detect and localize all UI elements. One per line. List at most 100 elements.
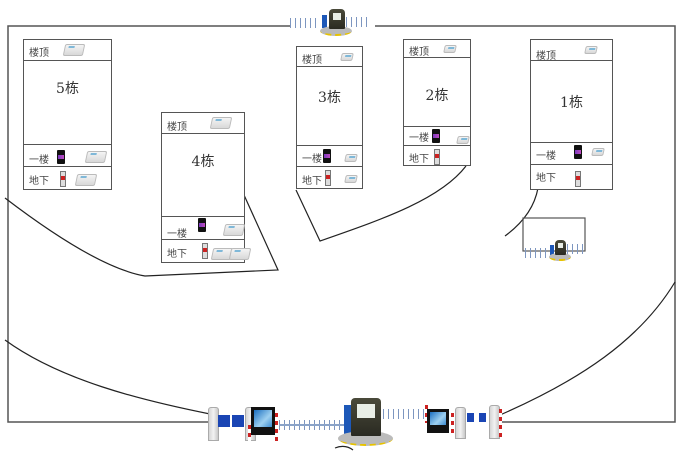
basement-row: 地下 — [531, 165, 612, 189]
meter-icon — [60, 171, 66, 187]
sensor-icon — [209, 117, 233, 129]
barrier-rail — [279, 424, 344, 426]
first-floor-label: 一楼 — [167, 229, 187, 240]
barrier-pole-icon — [425, 405, 428, 423]
sensor-icon — [584, 46, 598, 54]
card-reader-icon — [574, 145, 582, 159]
display-screen-icon — [427, 409, 449, 433]
sensor-icon — [591, 148, 605, 156]
sensor-icon — [344, 154, 358, 162]
roof-row: 楼顶 — [297, 47, 362, 67]
inner-gate-yard — [522, 217, 586, 252]
first-floor-row: 一楼 — [531, 142, 612, 165]
roof-label: 楼顶 — [302, 55, 322, 66]
card-reader-icon — [432, 129, 440, 143]
cable-building5 — [4, 194, 279, 277]
meter-icon — [434, 149, 440, 165]
cable-east-gate — [499, 281, 676, 416]
basement-label: 地下 — [167, 249, 187, 260]
first-floor-row: 一楼 — [297, 145, 362, 167]
first-floor-label: 一楼 — [536, 151, 556, 162]
barrier-arm-icon — [383, 409, 425, 419]
building-1[interactable]: 楼顶 1栋 一楼 地下 — [530, 39, 613, 190]
card-reader-icon — [218, 415, 230, 427]
building-3[interactable]: 楼顶 3栋 一楼 地下 — [296, 46, 363, 189]
barrier-arm-icon — [525, 248, 551, 258]
barrier-arm-icon — [346, 17, 368, 27]
cable-west-gate — [4, 339, 211, 415]
barrier-arm-icon — [567, 244, 585, 254]
first-floor-label: 一楼 — [409, 133, 429, 144]
sensor-icon — [456, 136, 470, 144]
first-floor-label: 一楼 — [302, 154, 322, 165]
barrier-pole-icon — [499, 409, 502, 437]
meter-icon — [325, 170, 331, 186]
perimeter-wall-east — [375, 25, 676, 423]
building-name: 5栋 — [56, 81, 79, 97]
basement-label: 地下 — [409, 154, 429, 165]
main-south-gate[interactable] — [205, 395, 505, 455]
booth-window — [357, 404, 375, 418]
cable-building3-2 — [295, 165, 467, 242]
card-reader-icon — [198, 218, 206, 232]
ticket-machine-icon — [344, 405, 351, 435]
basement-row: 地下 — [404, 146, 470, 165]
sensor-icon — [340, 53, 354, 61]
sensor-icon — [344, 175, 358, 183]
east-inner-gate-booth[interactable] — [523, 238, 585, 264]
meter-icon — [202, 243, 208, 259]
basement-row: 地下 — [24, 167, 111, 189]
building-name: 4栋 — [191, 154, 215, 170]
barrier-arm-icon — [290, 18, 320, 28]
first-floor-row: 一楼 — [24, 144, 111, 167]
roof-label: 楼顶 — [536, 51, 556, 62]
first-floor-row: 一楼 — [404, 126, 470, 146]
building-4[interactable]: 楼顶 4栋 一楼 地下 — [161, 112, 252, 263]
building-name: 2栋 — [425, 88, 449, 104]
roof-label: 楼顶 — [167, 122, 187, 133]
cable-building1 — [504, 187, 539, 237]
card-reader-icon — [323, 149, 331, 163]
sensor-icon — [443, 45, 457, 53]
roof-row: 楼顶 — [24, 40, 111, 61]
roof-label: 楼顶 — [29, 48, 49, 59]
sensor-icon — [62, 44, 86, 56]
barrier-pole-icon — [275, 413, 278, 441]
ticket-machine-icon — [322, 15, 327, 28]
building-5[interactable]: 楼顶 5栋 一楼 地下 — [23, 39, 112, 190]
basement-row: 地下 — [297, 167, 362, 188]
basement-row: 地下 — [162, 240, 252, 262]
card-reader-icon — [479, 413, 486, 422]
basement-label: 地下 — [29, 176, 49, 187]
cable-booth-south — [334, 445, 354, 451]
booth-base — [549, 253, 571, 261]
turnstile-icon — [455, 407, 466, 439]
building-2[interactable]: 楼顶 2栋 一楼 地下 — [403, 39, 471, 166]
card-reader-icon — [57, 150, 65, 164]
barrier-pole-icon — [248, 425, 251, 441]
perimeter-wall — [7, 25, 290, 423]
card-reader-icon — [467, 413, 474, 422]
sensor-icon — [228, 248, 252, 260]
roof-row: 楼顶 — [404, 40, 470, 58]
booth-window — [558, 243, 563, 248]
roof-label: 楼顶 — [409, 47, 429, 58]
booth-window — [333, 13, 341, 20]
display-screen-icon — [251, 407, 275, 435]
first-floor-row: 一楼 — [162, 216, 246, 240]
north-gate-booth[interactable] — [290, 6, 376, 36]
booth-base — [320, 26, 352, 36]
building-name: 1栋 — [560, 95, 583, 111]
roof-row: 楼顶 — [531, 40, 612, 62]
meter-icon — [575, 171, 581, 187]
roof-row: 楼顶 — [162, 113, 244, 134]
basement-label: 地下 — [302, 176, 322, 187]
sensor-icon — [222, 224, 246, 236]
barrier-pole-icon — [451, 413, 454, 437]
sensor-icon — [74, 174, 98, 186]
first-floor-label: 一楼 — [29, 155, 49, 166]
card-reader-icon — [232, 415, 244, 427]
basement-label: 地下 — [536, 173, 556, 184]
building-name: 3栋 — [318, 90, 341, 106]
